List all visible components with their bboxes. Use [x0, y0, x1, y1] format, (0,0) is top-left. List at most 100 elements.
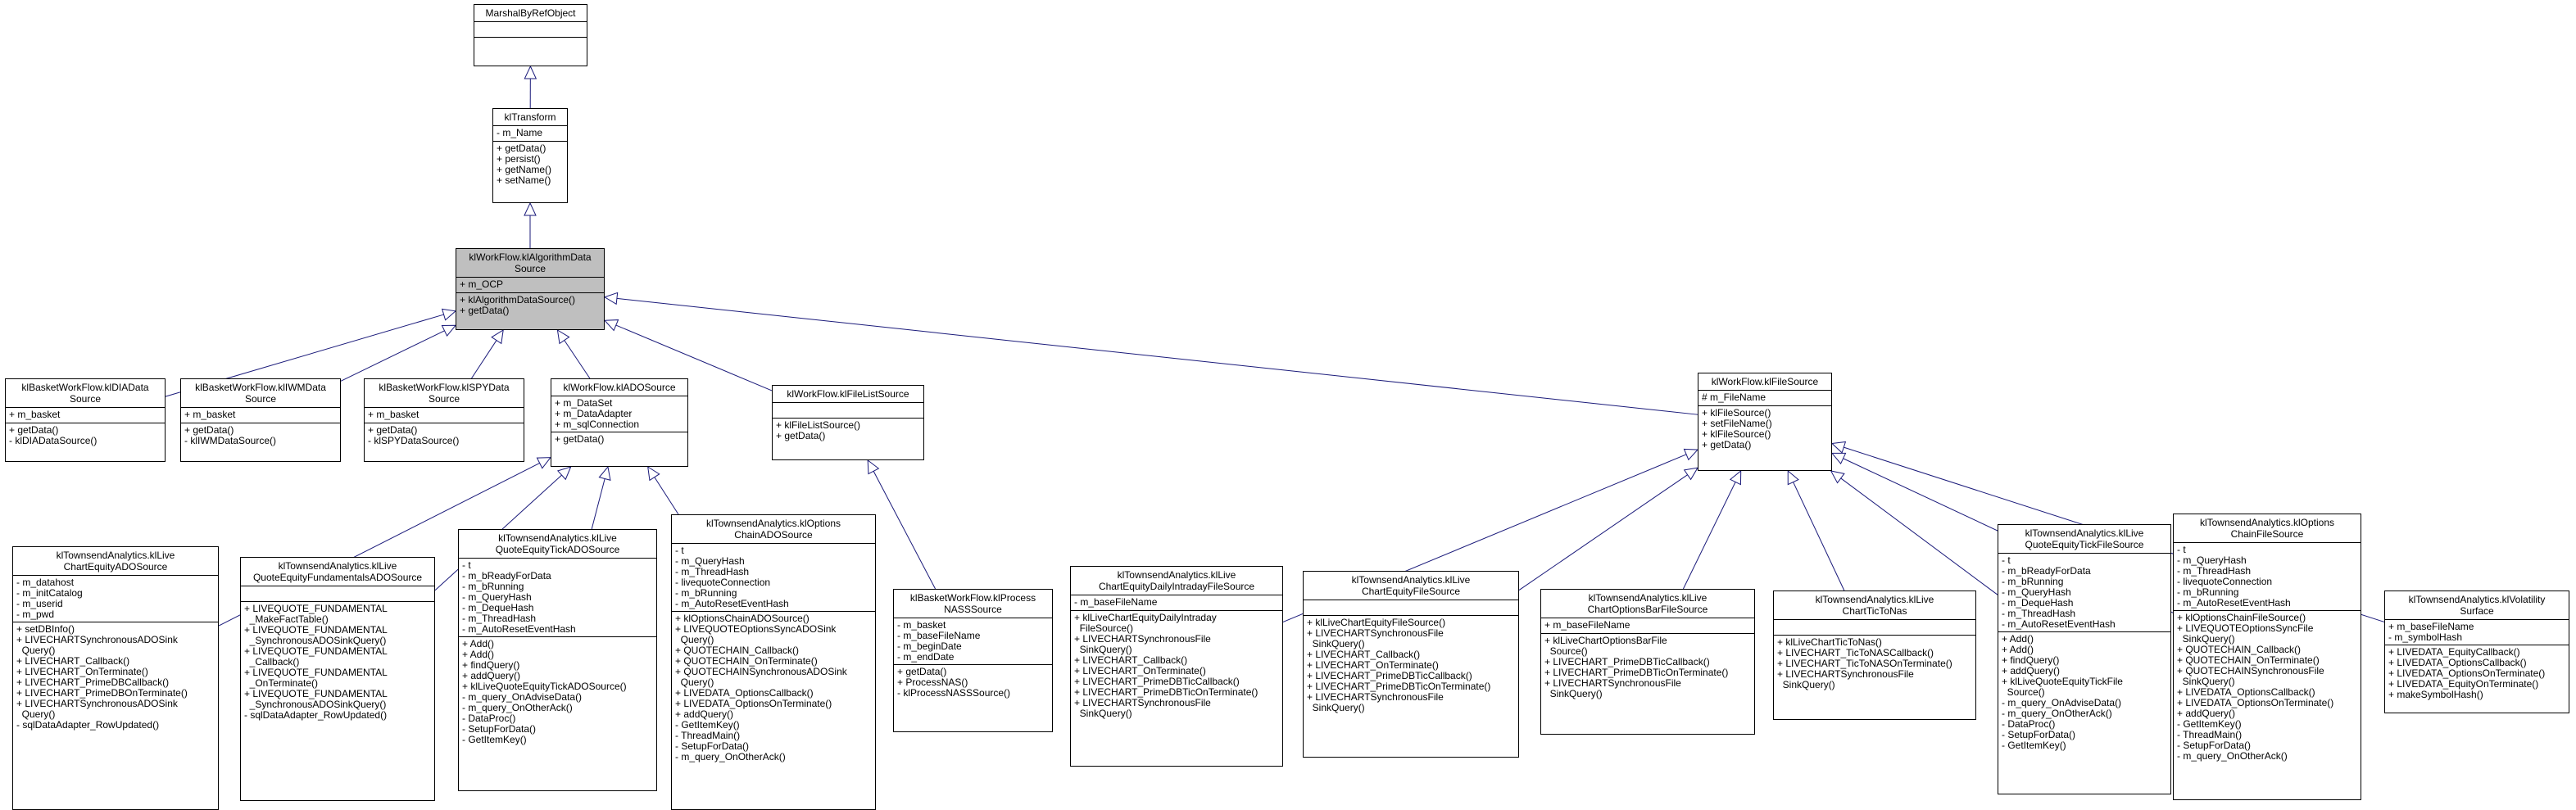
attributes-section: - t- m_bReadyForData- m_bRunning- m_Quer… [1998, 553, 2170, 631]
operation: + LIVECHART_OnTerminate() [1074, 665, 1206, 677]
operation: + LIVEDATA_OptionsOnTerminate() [2177, 697, 2334, 708]
attributes-section: - m_baseFileName [1071, 595, 1282, 610]
inheritance-arrowhead [603, 292, 619, 305]
operations-section: + klOptionsChainADOSource()+ LIVEQUOTEOp… [672, 611, 875, 764]
attribute: - m_endDate [897, 651, 955, 663]
inheritance-edge-lcticnas-filesrc [1793, 482, 1845, 591]
attribute: - m_Name [497, 127, 543, 138]
operation: + LIVECHART_Callback() [1307, 649, 1421, 660]
attribute: - m_ThreadHash [462, 613, 537, 624]
class-kl-live-quote-equity-fundamentals-ado-source[interactable]: klTownsendAnalytics.klLive QuoteEquityFu… [240, 557, 435, 801]
class-name: klTownsendAnalytics.klLive QuoteEquityTi… [2025, 527, 2144, 550]
operation: - GetItemKey() [462, 734, 527, 745]
inheritance-arrowhead [556, 466, 572, 481]
attributes-section: + m_basket [365, 407, 524, 423]
attribute: - m_beginDate [897, 640, 962, 652]
class-kl-live-quote-equity-tick-file-source[interactable]: klTownsendAnalytics.klLive QuoteEquityTi… [1998, 524, 2171, 794]
attribute: - m_symbolHash [2388, 631, 2463, 643]
inheritance-edge-ocado-ado [654, 477, 679, 515]
class-name: klTownsendAnalytics.klLive ChartOptionsB… [1587, 592, 1708, 615]
operation: - klDIADataSource() [9, 435, 98, 446]
inheritance-arrowhead [524, 201, 537, 216]
class-kl-dia-data-source[interactable]: klBasketWorkFlow.klDIAData Source+ m_bas… [5, 378, 166, 462]
operation: + QUOTECHAINSynchronousFile SinkQuery() [2177, 665, 2324, 687]
class-kl-transform[interactable]: klTransform- m_Name+ getData()+ persist(… [492, 108, 568, 203]
class-kl-algorithm-data-source[interactable]: klWorkFlow.klAlgorithmData Source+ m_OCP… [456, 248, 605, 330]
attribute: - m_bReadyForData [2002, 565, 2091, 577]
operation: + LIVECHARTSynchronousFile SinkQuery() [1074, 697, 1211, 719]
class-kl-file-source[interactable]: klWorkFlow.klFileSource# m_FileName+ klF… [1698, 373, 1832, 471]
operation: + findQuery() [462, 659, 520, 671]
operation: + LIVECHARTSynchronousFile SinkQuery() [1544, 677, 1681, 699]
operation: + LIVECHARTSynchronousFile SinkQuery() [1777, 668, 1914, 690]
attributes-section: - t- m_bReadyForData- m_bRunning- m_Quer… [459, 558, 656, 636]
operation: - SetupForData() [2002, 729, 2076, 740]
attributes-section: + m_baseFileName- m_symbolHash [2385, 619, 2569, 645]
class-name: klTownsendAnalytics.klOptions ChainADOSo… [705, 518, 841, 541]
class-kl-process-nass-source[interactable]: klBasketWorkFlow.klProcess NASSSource - m… [893, 589, 1053, 732]
inheritance-edge-iwm-algsrc [340, 330, 445, 382]
operation: + LIVEDATA_EquityOnTerminate() [2388, 678, 2539, 690]
operation: + LIVECHART_Callback() [1074, 654, 1188, 666]
attribute: - m_QueryHash [2177, 554, 2247, 566]
class-kl-live-quote-equity-tick-ado-source[interactable]: klTownsendAnalytics.klLive QuoteEquityTi… [458, 529, 657, 791]
inheritance-arrowhead [1729, 469, 1742, 486]
class-kl-options-chain-file-source[interactable]: klTownsendAnalytics.klOptions ChainFileS… [2173, 514, 2361, 800]
attribute: + m_baseFileName [1544, 619, 1630, 631]
class-name: klTownsendAnalytics.klVolatility Surface [2408, 594, 2546, 617]
class-kl-volatility-surface[interactable]: klTownsendAnalytics.klVolatility Surface… [2384, 591, 2569, 713]
class-kl-ado-source[interactable]: klWorkFlow.klADOSource+ m_DataSet+ m_Dat… [551, 378, 688, 467]
operation: + LIVEDATA_EquityCallback() [2388, 646, 2520, 658]
inheritance-edge-ado-algsrc [564, 340, 591, 379]
class-kl-live-chart-equity-ado-source[interactable]: klTownsendAnalytics.klLive ChartEquityAD… [12, 546, 219, 810]
class-kl-options-chain-ado-source[interactable]: klTownsendAnalytics.klOptions ChainADOSo… [671, 514, 876, 810]
operations-section: + klLiveChartEquityDailyIntraday FileSou… [1071, 610, 1282, 721]
operation: - m_query_OnOtherAck() [2002, 708, 2112, 719]
operation: + QUOTECHAIN_Callback() [675, 645, 800, 656]
operation: + getName() [497, 164, 552, 175]
operation: + getData() [497, 143, 546, 154]
class-kl-live-chart-options-bar-file-source[interactable]: klTownsendAnalytics.klLive ChartOptionsB… [1540, 589, 1755, 735]
class-kl-file-list-source[interactable]: klWorkFlow.klFileListSource+ klFileListS… [772, 385, 924, 460]
operation: + QUOTECHAINSynchronousADOSink Query() [675, 666, 847, 688]
attributes-section [773, 402, 923, 418]
class-kl-live-chart-equity-daily-intraday-file-source[interactable]: klTownsendAnalytics.klLive ChartEquityDa… [1070, 566, 1283, 767]
class-name: klWorkFlow.klFileListSource [787, 388, 909, 400]
attributes-section [1304, 600, 1518, 615]
class-kl-live-chart-tic-to-nas[interactable]: klTownsendAnalytics.klLive ChartTicToNas… [1773, 591, 1976, 720]
operation: - DataProc() [2002, 718, 2056, 730]
operation: + klFileSource() [1702, 407, 1771, 419]
operation: - klProcessNASSSource() [897, 687, 1011, 699]
class-name: klBasketWorkFlow.klProcess NASSSource [909, 592, 1036, 615]
operations-section: + klLiveChartEquityFileSource()+ LIVECHA… [1304, 615, 1518, 715]
class-kl-iwm-data-source[interactable]: klBasketWorkFlow.klIWMData Source+ m_bas… [180, 378, 341, 462]
attributes-section: + m_OCP [456, 277, 604, 292]
class-kl-live-chart-equity-file-source[interactable]: klTownsendAnalytics.klLive ChartEquityFi… [1303, 571, 1519, 758]
attribute: - m_DequeHash [2002, 597, 2074, 609]
class-marshal-by-ref-object[interactable]: MarshalByRefObject [474, 4, 587, 66]
operation: + LIVECHART_PrimeDBOnTerminate() [16, 687, 188, 699]
class-name: klBasketWorkFlow.klDIAData Source [21, 382, 149, 405]
operation: + getData() [776, 430, 826, 441]
operation: + LIVECHART_PrimeDBTicCallback() [1544, 656, 1710, 667]
attributes-section: + m_baseFileName [1541, 618, 1754, 633]
attribute: - m_bRunning [2177, 586, 2239, 598]
attribute: - m_AutoResetEventHash [462, 623, 576, 635]
operation: + LIVECHARTSynchronousFile SinkQuery() [1307, 627, 1444, 649]
operation: + Add() [2002, 644, 2034, 655]
inheritance-edge-filelist-algsrc [615, 324, 773, 391]
class-name: klTownsendAnalytics.klLive QuoteEquityFu… [252, 560, 423, 583]
operation: + klAlgorithmDataSource() [460, 294, 576, 305]
attribute: - m_AutoResetEventHash [675, 598, 789, 609]
operation: + LIVEQUOTEOptionsSyncADOSink Query() [675, 623, 837, 645]
class-kl-spy-data-source[interactable]: klBasketWorkFlow.klSPYData Source+ m_bas… [364, 378, 524, 462]
operations-section: + setDBInfo()+ LIVECHARTSynchronousADOSi… [13, 622, 218, 732]
operations-section: + klLiveChartOptionsBarFile Source()+ LI… [1541, 633, 1754, 701]
class-name: klTownsendAnalytics.klLive ChartEquityDa… [1098, 569, 1255, 592]
attribute: - t [2002, 554, 2011, 566]
operations-section: + Add()+ Add()+ findQuery()+ addQuery()+… [459, 636, 656, 747]
inheritance-arrowhead [1830, 441, 1847, 454]
operation: + LIVECHARTSynchronousFile SinkQuery() [1074, 633, 1211, 655]
attribute: - m_QueryHash [2002, 586, 2071, 598]
operation: - m_query_OnOtherAck() [675, 751, 786, 762]
